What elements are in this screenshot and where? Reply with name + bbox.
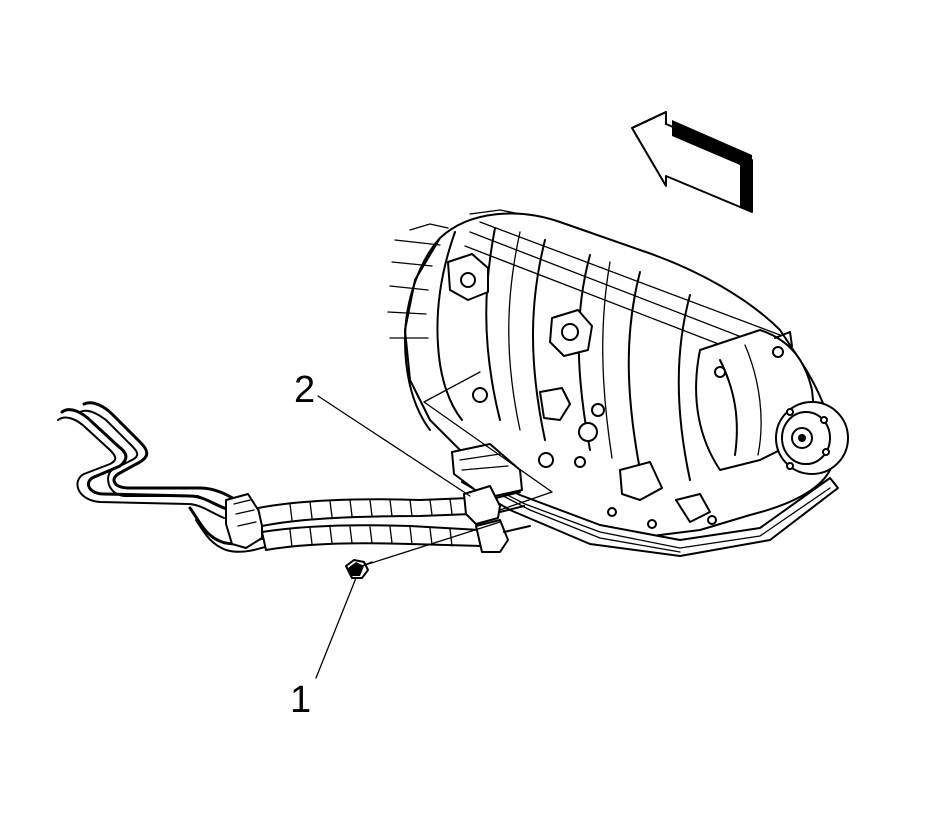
transmission-cooler-lines (57, 401, 531, 553)
callout-label-2: 2 (294, 369, 316, 411)
direction-arrow-icon (631, 111, 753, 213)
leader-line-1 (315, 577, 357, 679)
transmission-assembly (387, 209, 849, 557)
callout-label-1: 1 (290, 679, 312, 721)
callout-leaders (315, 371, 553, 679)
leader-line-2 (317, 395, 471, 497)
cooler-line-bolt (345, 559, 373, 579)
